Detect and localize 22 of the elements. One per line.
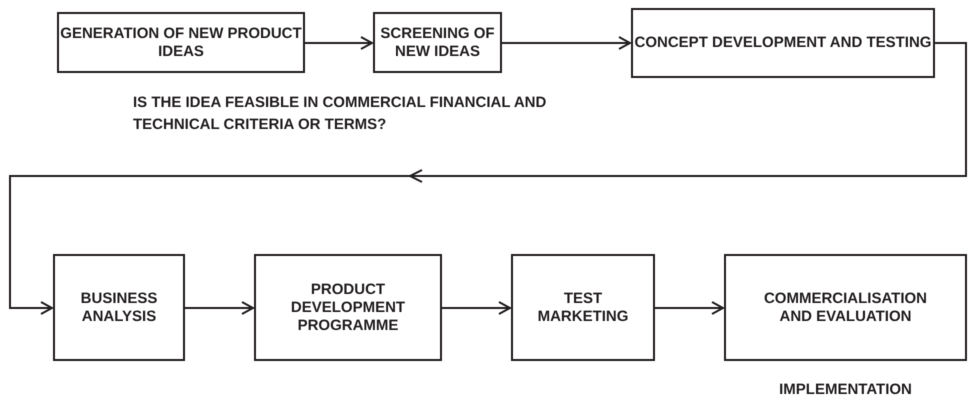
process-box bbox=[511, 254, 655, 361]
process-box bbox=[53, 254, 185, 361]
box-label: BUSINESS ANALYSIS bbox=[80, 290, 158, 326]
box-label: GENERATION OF NEW PRODUCT IDEAS bbox=[59, 24, 303, 60]
process-box bbox=[631, 8, 935, 78]
process-box bbox=[724, 254, 967, 361]
question-note: IS THE IDEA FEASIBLE IN COMMERCIAL FINANCIAL AND TECHNICAL CRITERIA OR TERMS? bbox=[133, 93, 548, 135]
arrow bbox=[9, 42, 967, 315]
process-box bbox=[254, 254, 442, 361]
arrow bbox=[305, 36, 373, 50]
process-box bbox=[373, 12, 502, 73]
arrow bbox=[185, 301, 254, 315]
arrow bbox=[502, 36, 631, 50]
process-box bbox=[57, 12, 305, 73]
box-label: COMMERCIALISATION AND EVALUATION bbox=[762, 290, 928, 326]
arrow bbox=[655, 301, 724, 315]
box-label: CONCEPT DEVELOPMENT AND TESTING bbox=[634, 34, 932, 52]
arrow bbox=[442, 301, 511, 315]
box-label: TEST MARKETING bbox=[536, 290, 630, 326]
stage-caption: IMPLEMENTATION bbox=[778, 380, 913, 400]
box-label: PRODUCT DEVELOPMENT PROGRAMME bbox=[290, 280, 406, 334]
box-label: SCREENING OF NEW IDEAS bbox=[379, 24, 496, 60]
